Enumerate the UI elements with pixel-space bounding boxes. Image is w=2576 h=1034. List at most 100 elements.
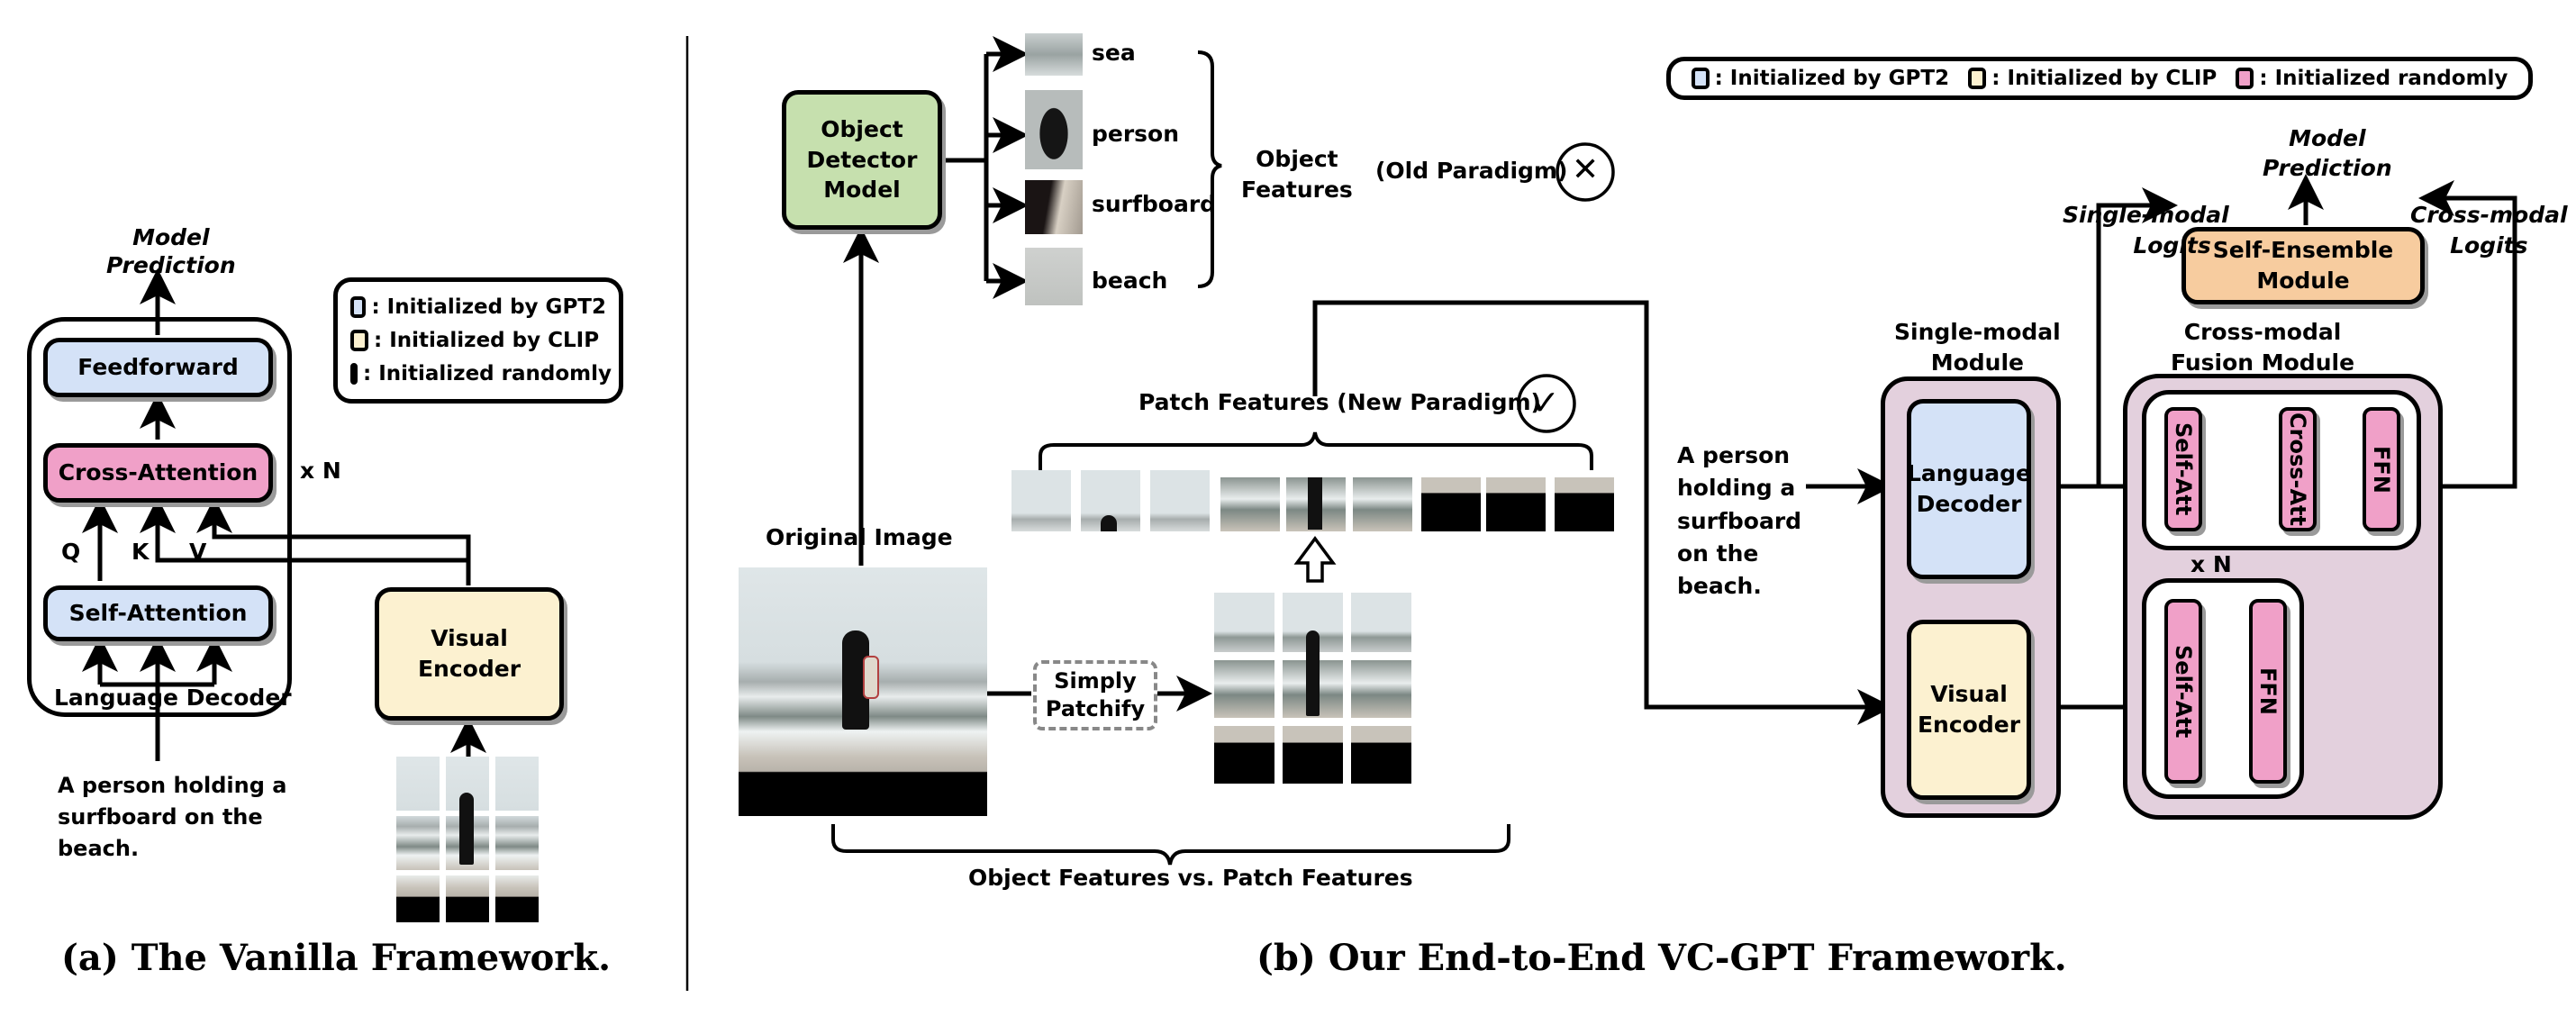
cross-modal-logits-label: Cross-modal Logits (2410, 200, 2568, 261)
encoder-line: Encoder (1917, 712, 2021, 738)
model-prediction-line: Model (2289, 125, 2366, 151)
patchify-line: Patchify (1045, 696, 1146, 721)
ffn-block-upper: FFN (2363, 407, 2400, 531)
model-prediction-line: Model (132, 224, 210, 250)
legend-item-gpt2: : Initialized by GPT2 (350, 295, 606, 319)
model-prediction-b: Model Prediction (2263, 124, 2392, 183)
module-label-line: Fusion Module (2171, 349, 2355, 376)
image-patch (1214, 726, 1274, 784)
image-patch (1214, 593, 1274, 652)
detector-line: Detector (806, 146, 918, 173)
single-logits-line (2096, 187, 2178, 486)
legend-swatch-yellow (350, 329, 368, 351)
module-label-line: Module (1930, 349, 2024, 376)
patch-features-to-encoder (1312, 300, 1893, 725)
model-prediction-line: Prediction (2263, 154, 2392, 181)
sequence-patch (1421, 477, 1481, 531)
object-features-label: Object Features (1241, 144, 1353, 205)
q-label: Q (61, 539, 81, 565)
new-paradigm-circle (1517, 374, 1576, 433)
visual-encoder-line: Visual (431, 625, 508, 652)
object-features-line: Object (1256, 146, 1338, 172)
model-prediction-line: Prediction (106, 252, 236, 279)
block-label: Cross-Att (2285, 413, 2311, 526)
input-caption-line: A person holding a (58, 773, 287, 798)
object-label-person: person (1092, 121, 1180, 147)
object-crop-surfboard (1025, 180, 1083, 234)
cross-modal-module-label: Cross-modal Fusion Module (2171, 317, 2354, 378)
single-modal-module-label: Single-modal Module (1894, 317, 2061, 378)
object-features-line: Features (1241, 176, 1353, 203)
cross-attention-block: Cross-Attention (43, 443, 273, 503)
person-silhouette (1308, 477, 1322, 530)
feedforward-block: Feedforward (43, 338, 273, 397)
repeat-label-b: x N (2191, 551, 2232, 577)
block-label: FFN (2369, 445, 2395, 494)
cross-logits-line (2414, 180, 2517, 489)
image-patch (495, 875, 539, 922)
block-label: Self-Att (2171, 644, 2197, 739)
object-label-surfboard: surfboard (1092, 191, 1217, 217)
person-silhouette (1101, 515, 1117, 531)
object-label-sea: sea (1092, 40, 1136, 66)
detector-line: Model (823, 177, 901, 204)
legend-item-clip: : Initialized by CLIP (350, 329, 606, 352)
self-attention-block: Self-Attention (43, 585, 273, 641)
language-decoder-label: Language Decoder (54, 685, 292, 711)
input-caption-line: holding a (1677, 475, 1796, 502)
sequence-patch (1555, 477, 1614, 531)
legend-swatch-blue (1691, 68, 1710, 89)
legend-label: : Initialized by CLIP (374, 328, 600, 352)
comparison-label: Object Features vs. Patch Features (968, 865, 1413, 891)
input-caption-line: on the (1677, 540, 1759, 567)
caption-b: (b) Our End-to-End VC-GPT Framework. (1256, 937, 2067, 979)
cross-mark-icon: ✕ (1572, 151, 1600, 188)
arrow-k (140, 497, 471, 585)
module-label-line: Single-modal (1894, 319, 2061, 345)
legend-item-random: : Initialized randomly (2236, 67, 2508, 90)
check-mark-icon: ✓ (1531, 383, 1560, 422)
input-caption-line: A person (1677, 442, 1791, 468)
object-crop-person (1025, 90, 1083, 169)
object-crop-sea (1025, 33, 1083, 76)
sequence-patch (1220, 477, 1280, 531)
input-caption-line: beach. (58, 835, 140, 861)
single-modal-logits-label: Single-modal Logits (2063, 200, 2229, 261)
input-caption-line: beach. (1677, 573, 1762, 599)
decoder-line: Decoder (1916, 491, 2022, 517)
patchify-line: Simply (1054, 667, 1137, 694)
legend-swatch-pink (2236, 68, 2254, 89)
legend-b: : Initialized by GPT2 : Initialized by C… (1666, 57, 2533, 100)
visual-encoder-line: Encoder (417, 656, 522, 682)
legend-label: : Initialized by CLIP (1991, 67, 2218, 90)
decoder-line: Language (1907, 460, 2032, 487)
language-decoder-container (27, 317, 292, 717)
object-crop-beach (1025, 248, 1083, 305)
legend-label: : Initialized by GPT2 (1714, 67, 1950, 90)
input-caption-line: surfboard on the (58, 803, 263, 830)
original-image-label: Original Image (766, 524, 953, 550)
legend-label: : Initialized by GPT2 (371, 295, 606, 320)
block-label: FFN (2255, 667, 2281, 715)
image-patch (396, 757, 440, 811)
object-detector-block: Object Detector Model (782, 90, 942, 230)
encoder-line: Visual (1930, 681, 2008, 708)
object-features-brace (1197, 50, 1222, 288)
comparison-brace (831, 824, 1510, 866)
legend-a: : Initialized by GPT2 : Initialized by C… (333, 277, 623, 404)
model-prediction-a: Model Prediction (106, 223, 236, 280)
ensemble-line: Self-Ensemble (2212, 237, 2394, 264)
patch-features-label: Patch Features (New Paradigm) (1138, 389, 1541, 415)
sequence-patch (1486, 477, 1546, 531)
image-patch (396, 816, 440, 870)
image-patch (1283, 726, 1343, 784)
cross-att-block: Cross-Att (2279, 407, 2317, 531)
object-label-beach: beach (1092, 268, 1168, 294)
old-paradigm-circle (1556, 142, 1615, 202)
image-patch (1351, 593, 1411, 652)
k-label: K (132, 539, 150, 565)
arrow-v (196, 497, 471, 560)
